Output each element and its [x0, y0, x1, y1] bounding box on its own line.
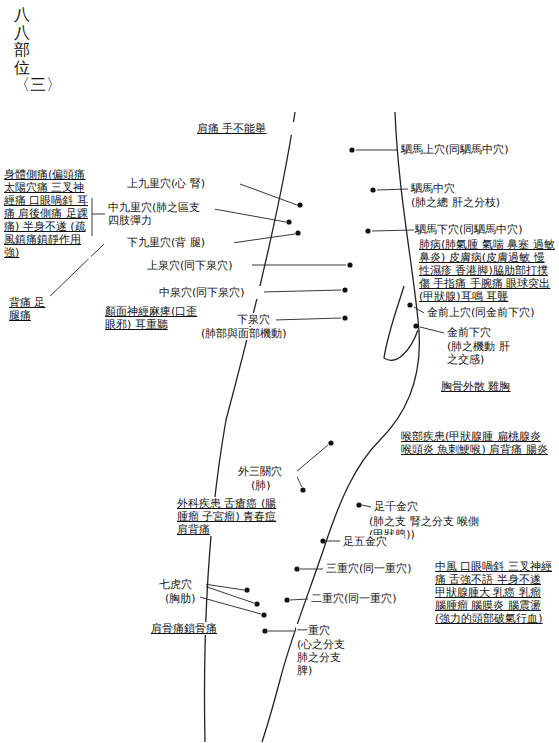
point-name: 上九里穴(心 腎)	[126, 177, 240, 190]
leader-line	[240, 184, 297, 205]
indication-note: 身體側痛(偏頭痛 太陽穴痛 三叉神經痛 口眼喎斜 耳痛 肩後側痛 足踝痛) 半身…	[3, 168, 91, 259]
point-dot	[342, 315, 347, 320]
leader-line	[372, 230, 414, 231]
point-dot	[347, 262, 352, 267]
point-dot	[328, 440, 333, 445]
point-dot	[365, 228, 370, 233]
leader-line	[268, 631, 294, 632]
point-dot	[356, 502, 361, 507]
indication-note: 肩骨痛鎖骨痛	[150, 622, 236, 635]
leader-line	[204, 584, 244, 590]
point-dot	[294, 566, 299, 571]
point-dot	[262, 628, 267, 633]
point-name: 一重穴	[296, 624, 338, 637]
leader-line	[232, 234, 295, 243]
point-note: (肺)	[250, 479, 282, 492]
point-dot	[261, 612, 266, 617]
point-name: 駟馬中穴	[410, 182, 482, 195]
leader-line	[300, 569, 323, 570]
vertical-title: 八八部位〈三〉	[14, 6, 30, 94]
point-dot	[342, 287, 347, 292]
knee-line	[384, 286, 418, 360]
point-dot	[349, 147, 354, 152]
leader-line	[414, 307, 424, 313]
point-dot	[295, 230, 300, 235]
point-note: (肺之總 肝之分枝)	[410, 196, 522, 209]
indication-note: 喉部疾患(甲狀腺腫 扁桃腺炎 喉頭炎 魚刺鯁喉) 肩背痛 腸炎	[400, 430, 554, 456]
point-name: 七虎穴	[158, 578, 206, 591]
point-name: 駟馬下穴(同駟馬中穴)	[414, 223, 556, 236]
point-name: 三重穴(同一重穴)	[325, 562, 431, 575]
leader-line	[356, 150, 398, 151]
point-name: 足千金穴	[373, 500, 435, 513]
point-note: (肺部與面部機動)	[200, 327, 312, 340]
point-dot	[297, 202, 302, 207]
point-name: 足五金穴	[342, 535, 404, 548]
point-dot	[300, 487, 305, 492]
point-name: 金前上穴(同金前下穴)	[426, 306, 556, 319]
indication-note: 肩痛 手不能舉	[196, 122, 298, 135]
indication-note: 背痛 足腿痛	[8, 296, 50, 322]
leg-outline	[204, 112, 295, 742]
leader-line	[420, 327, 444, 333]
point-name: 中泉穴(同下泉穴)	[158, 286, 264, 299]
leader-line	[326, 541, 340, 542]
leader-line	[262, 290, 341, 292]
point-name: 中九里穴(肺之區支 四肢彈力	[107, 201, 215, 227]
point-dot	[370, 187, 375, 192]
leader-line	[362, 505, 371, 507]
leader-line	[252, 265, 346, 266]
indication-note: 中風 口眼喎斜 三叉神經痛 舌強不語 半身不遂 甲狀腺腫大 乳癌 乳瘤 腦腫瘤 …	[434, 560, 556, 625]
point-note: (胸肋)	[164, 592, 200, 605]
point-name: 金前下穴	[446, 326, 508, 339]
indication-note: 肺病(肺氣腫 氣喘 鼻塞 過敏鼻炎) 皮膚病(皮膚過敏 慢性濕疹 香港脚)脇肋部…	[418, 238, 556, 303]
point-dot	[407, 302, 412, 307]
indication-note: 顏面神經麻痺(口歪眼邪) 耳重聽	[104, 305, 202, 331]
bracket	[92, 214, 105, 215]
indication-note: 胸骨外散 雞胸	[440, 380, 542, 393]
point-dot	[286, 219, 291, 224]
leader-line	[377, 189, 408, 190]
point-name: 上泉穴(同下泉穴)	[146, 259, 252, 272]
point-name: 外三關穴	[237, 465, 297, 478]
point-name: 下泉穴	[236, 313, 276, 326]
leader-line	[196, 596, 261, 614]
bracket	[92, 198, 93, 236]
leader-line	[296, 445, 328, 472]
point-name: 下九里穴(背 腿)	[126, 236, 234, 249]
point-note: (肺之機動 肝之交感)	[446, 340, 520, 366]
leader-line	[274, 318, 341, 320]
point-dot	[413, 323, 418, 328]
indication-note: 外科疾患 舌瘡癌 (腸腫瘤 子宮瘤) 青春痘 肩背痛	[176, 497, 286, 536]
leg-outline	[262, 112, 419, 742]
point-dot	[320, 538, 325, 543]
point-dot	[254, 601, 259, 606]
point-name: 駟馬上穴(同駟馬中穴)	[400, 143, 554, 156]
leader-line	[214, 209, 286, 222]
point-dot	[244, 587, 249, 592]
point-note: (心之分支 肺之分支 脾)	[296, 638, 358, 677]
point-name: 二重穴(同一重穴)	[310, 592, 416, 605]
leader-line	[290, 599, 308, 600]
point-dot	[284, 597, 289, 602]
